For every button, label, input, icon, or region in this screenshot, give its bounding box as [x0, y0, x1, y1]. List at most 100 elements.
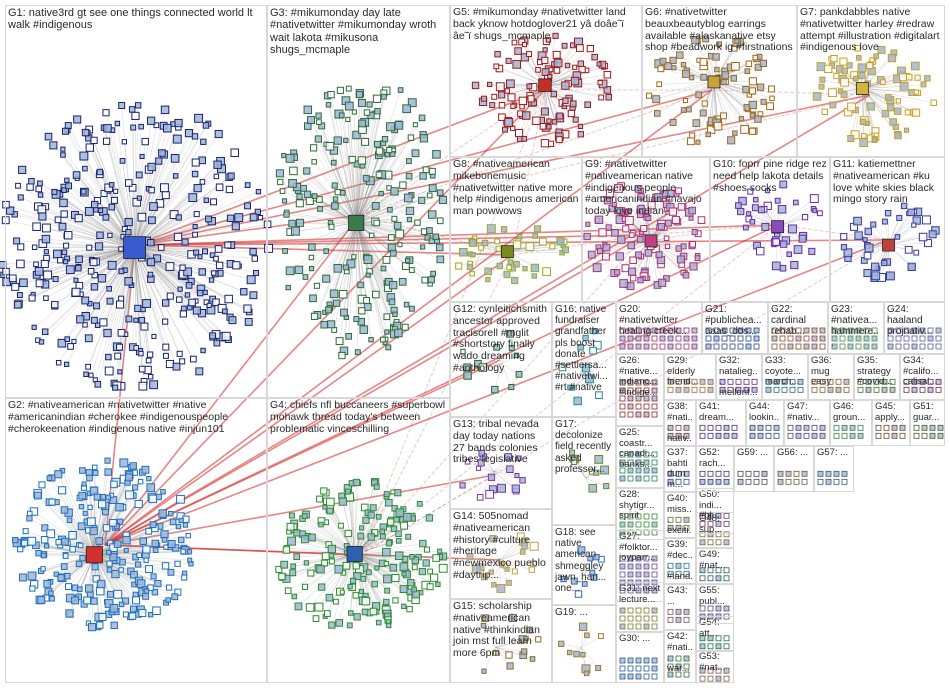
group-panel-g26: G26: #native... indianc... #indige... — [616, 354, 664, 426]
user-node — [244, 182, 251, 188]
user-node — [96, 168, 104, 176]
user-node — [147, 239, 155, 247]
cluster-edge — [134, 247, 144, 387]
user-node — [84, 334, 93, 343]
cluster-edge — [6, 247, 135, 272]
group-label: G20: #nativetwitter healing creek... — [619, 304, 687, 338]
cluster-edge — [134, 247, 207, 303]
user-node — [181, 238, 189, 246]
user-node — [33, 261, 39, 268]
user-node — [28, 294, 36, 302]
user-node — [103, 328, 112, 338]
group-label: G57: ... — [817, 447, 849, 458]
edge-g1-g5 — [134, 89, 546, 246]
user-node — [107, 232, 113, 239]
group-label: G26: #native... indianc... #indige... — [619, 355, 658, 398]
cluster-edge — [134, 247, 145, 382]
group-label: G47: #nativ... — [787, 401, 820, 423]
user-node — [193, 184, 202, 193]
user-node — [60, 210, 68, 218]
user-node — [146, 483, 156, 492]
user-node — [158, 149, 166, 157]
cluster-edge — [134, 122, 179, 248]
cluster-edge — [134, 164, 218, 248]
cluster-edge — [134, 247, 252, 280]
user-node — [134, 499, 143, 509]
user-node — [198, 268, 206, 276]
group-label: G49: #nat... — [699, 549, 726, 571]
user-node — [177, 286, 183, 292]
cluster-edge — [94, 554, 146, 597]
cluster-edge — [33, 247, 135, 328]
user-node — [151, 539, 160, 548]
user-node — [249, 213, 258, 222]
cluster-edge — [80, 247, 135, 320]
group-panel-g14: G14: 505nomad #nativeamerican #history #… — [450, 509, 552, 599]
cluster-edge — [46, 227, 135, 248]
user-node — [221, 331, 231, 341]
group-panel-g23: G23: #nativea... hammere... — [828, 302, 884, 354]
user-node — [162, 318, 169, 325]
cluster-edge — [104, 127, 135, 248]
user-node — [40, 552, 47, 559]
group-panel-g29: G29: elderly friend... — [664, 354, 716, 400]
cluster-edge — [66, 247, 135, 365]
group-label: G16: native fundraiser grandfather pls b… — [555, 304, 608, 394]
group-panel-g13: G13: tribal nevada day today nations 27 … — [450, 417, 552, 509]
user-node — [49, 595, 55, 602]
cluster-edge — [33, 247, 135, 295]
cluster-edge — [70, 247, 135, 347]
user-node — [92, 575, 100, 583]
user-node — [138, 350, 144, 357]
edge-g4-g10 — [359, 224, 779, 556]
edge-g5-g8 — [511, 89, 546, 256]
user-node — [87, 267, 95, 275]
cluster-edge — [45, 238, 135, 248]
user-node — [192, 231, 198, 238]
group-label: G11: katiemettner #nativeamerican #ku lo… — [833, 158, 934, 206]
user-node — [124, 277, 133, 286]
group-label: G2: #nativeamerican #nativetwitter #nati… — [8, 399, 229, 435]
edge-g2-g9 — [104, 234, 646, 546]
group-label: G21: #publichea... aaas_dos... — [705, 304, 762, 338]
user-node — [62, 553, 69, 559]
user-node — [134, 304, 142, 312]
user-node — [174, 560, 181, 567]
user-node — [44, 132, 53, 141]
cluster-edge — [134, 166, 152, 248]
group-panel-g20: G20: #nativetwitter healing creek... — [616, 302, 702, 354]
user-node — [163, 123, 172, 133]
cluster-edge — [134, 247, 155, 337]
group-panel-g50: G50: indi... #bl... — [696, 488, 734, 534]
cluster-edge — [131, 109, 135, 248]
user-node — [122, 611, 129, 618]
user-node — [19, 278, 28, 288]
user-node — [48, 590, 54, 597]
edge-g4-g9 — [359, 234, 646, 556]
group-label: G46: groun... — [833, 401, 866, 423]
user-node — [6, 206, 15, 215]
user-node — [232, 261, 241, 270]
group-panel-g40: G40: miss... exciti... — [664, 492, 696, 538]
user-node — [136, 195, 142, 201]
user-node — [251, 255, 258, 262]
user-node — [192, 306, 201, 315]
user-node — [246, 275, 256, 285]
edge-g3-g7 — [359, 94, 871, 216]
group-label: G45: apply... — [875, 401, 905, 423]
group-label: G59: ... — [737, 447, 769, 458]
cluster-edge — [37, 206, 135, 248]
group-label: G34: #califo... calisal... — [903, 355, 939, 388]
user-node — [85, 143, 94, 152]
group-label: G43: ... — [667, 585, 688, 607]
user-node — [61, 127, 69, 135]
user-node — [73, 115, 82, 124]
user-node — [41, 234, 51, 244]
cluster-edge — [94, 247, 135, 321]
user-node — [17, 194, 24, 201]
user-node — [205, 215, 212, 223]
user-node — [145, 357, 152, 364]
user-node — [195, 367, 204, 376]
